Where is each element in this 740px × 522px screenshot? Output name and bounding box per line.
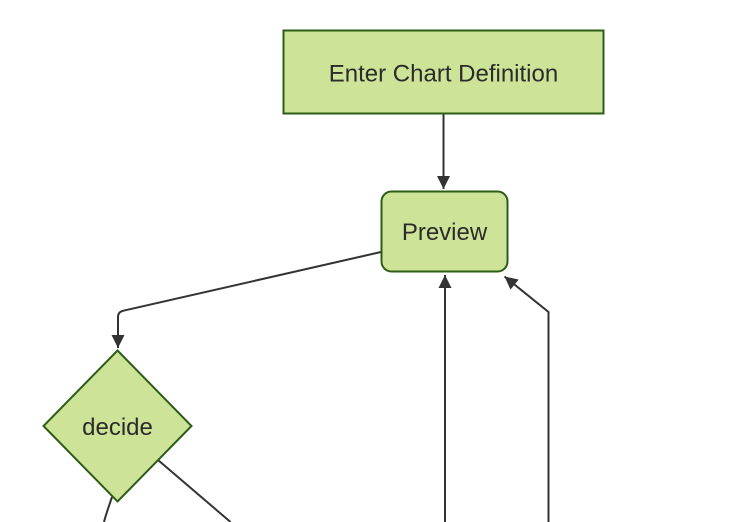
- node-preview-label: Preview: [402, 219, 488, 246]
- edge-offscreen-bottom-to-preview-corner: [503, 275, 550, 522]
- node-preview-shape: [380, 190, 509, 273]
- edge-decide-to-offscreen-bottom-left: [103, 496, 113, 522]
- node-enter-chart-definition-label: Enter Chart Definition: [329, 61, 558, 88]
- edge-layer: [103, 114, 550, 522]
- node-decide-label: decide: [82, 414, 153, 441]
- node-decide: decide: [42, 349, 193, 503]
- node-enter-chart-definition-shape: [282, 29, 605, 115]
- node-enter-chart-definition: Enter Chart Definition: [282, 29, 605, 115]
- node-preview: Preview: [380, 190, 509, 273]
- edge-preview-to-decide: [111, 251, 382, 348]
- node-decide-shape: [42, 349, 193, 503]
- edge-decide-to-offscreen-bottom-right: [157, 459, 232, 522]
